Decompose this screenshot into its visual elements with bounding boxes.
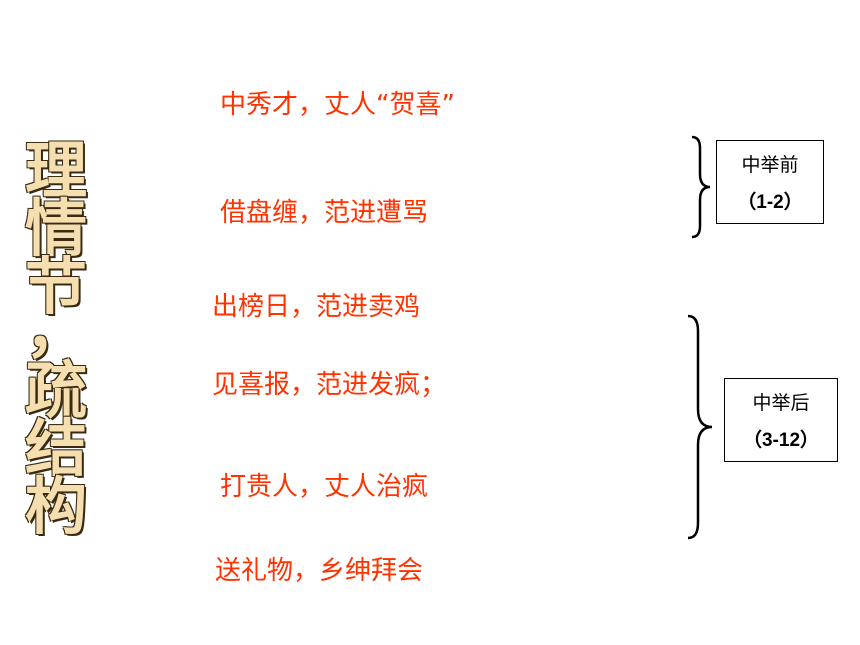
brace-before (691, 135, 711, 239)
group-label: 中举前 (741, 154, 799, 176)
group-label: 中举后 (752, 392, 810, 414)
event-1: 中秀才，丈人“贺喜” (220, 90, 455, 120)
title-char: 结 (24, 412, 87, 485)
event-3: 出榜日，范进卖鸡 (212, 292, 421, 322)
title-char: ， (24, 293, 87, 366)
event-6: 送礼物，乡绅拜会 (215, 556, 424, 586)
event-4: 见喜报，范进发疯； (212, 370, 447, 400)
event-5: 打贵人，丈人治疯 (220, 472, 429, 502)
vertical-title: 理 情 节 ， 疏 结 构 (20, 134, 92, 543)
event-2: 借盘缠，范进遭骂 (220, 198, 429, 228)
title-char: 理 (24, 134, 87, 207)
brace-after (687, 314, 713, 540)
label-box-before: 中举前 （1-2） (716, 140, 824, 224)
label-box-after: 中举后 （3-12） (724, 378, 838, 462)
group-range: （1-2） (737, 192, 803, 213)
group-range: （3-12） (742, 430, 820, 451)
title-char: 情 (24, 192, 87, 265)
title-char: 节 (24, 250, 87, 323)
title-char: 构 (24, 470, 87, 543)
title-char: 疏 (24, 354, 87, 427)
